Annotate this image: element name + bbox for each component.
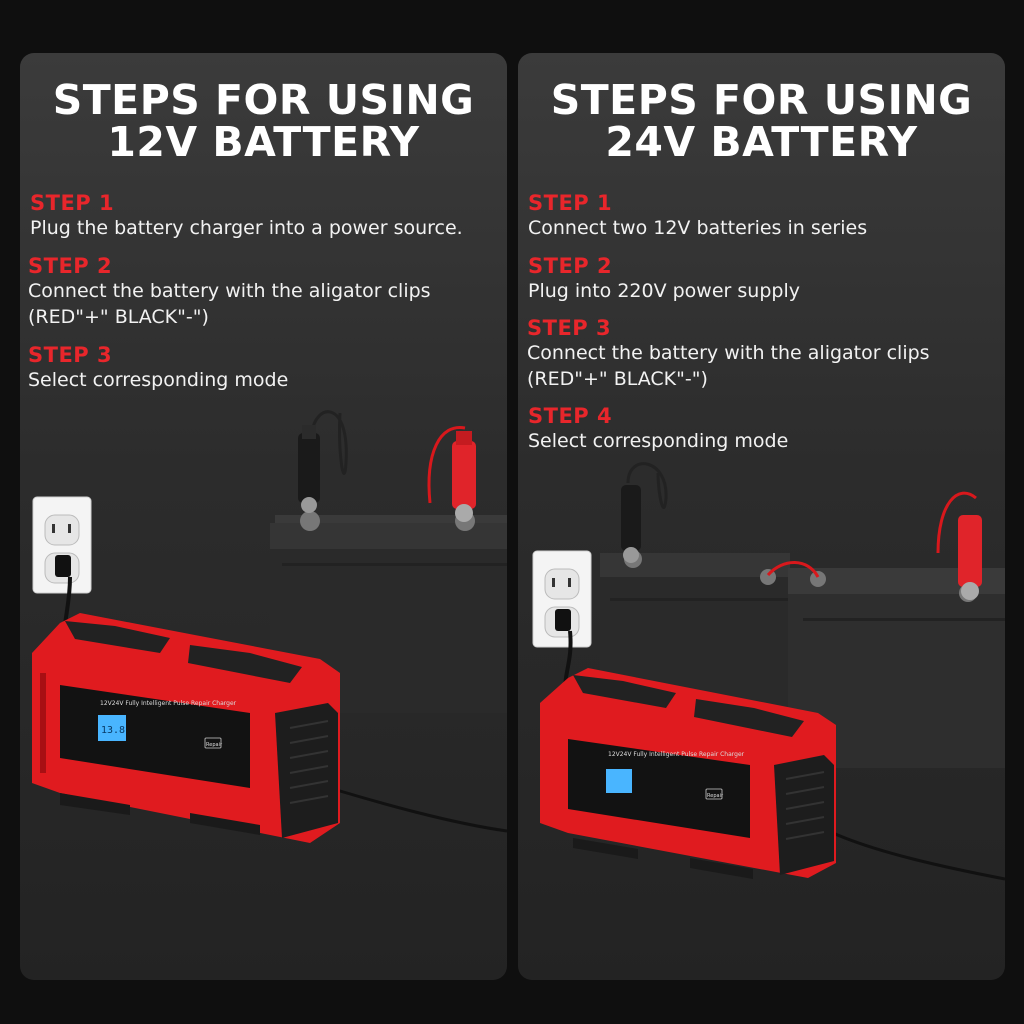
step-label: STEP 4 <box>528 404 613 428</box>
black-clip <box>298 425 320 513</box>
step-3-24v: STEP 3 Connect the battery with the alig… <box>527 316 930 392</box>
wall-outlet <box>32 496 92 594</box>
step-text: Connect two 12V batteries in series <box>528 217 868 239</box>
step-1-24v: STEP 1 Connect two 12V batteries in seri… <box>528 191 867 241</box>
step-label: STEP 2 <box>28 254 113 278</box>
step-label: STEP 1 <box>528 191 613 215</box>
charger-unit: 12V24V Fully Intelligent Pulse Repair Ch… <box>540 668 836 879</box>
repair-label: Repair <box>707 793 724 799</box>
panel-title-12v: STEPS FOR USING 12V BATTERY <box>52 76 475 166</box>
red-clip <box>958 515 982 600</box>
step-text: Plug the battery charger into a power so… <box>30 217 463 239</box>
panel-12v: STEPS FOR USING 12V BATTERY STEP 1 Plug … <box>20 53 507 980</box>
step-label: STEP 2 <box>528 254 613 278</box>
panel-title-24v: STEPS FOR USING 24V BATTERY <box>550 76 973 166</box>
charger-model-text: 12V24V Fully Intelligent Pulse Repair Ch… <box>608 751 745 758</box>
charger-scene-12v: 13.8 12V24V Fully Intelligent Pulse Repa… <box>32 410 507 843</box>
wall-outlet <box>532 550 592 648</box>
series-link-cable <box>766 561 820 578</box>
repair-label: Repair <box>206 742 223 748</box>
step-label: STEP 1 <box>30 191 115 215</box>
black-clip <box>621 485 641 563</box>
lcd-reading: 13.8 <box>101 725 125 736</box>
step-2-12v: STEP 2 Connect the battery with the alig… <box>28 254 431 330</box>
step-text: Select corresponding mode <box>28 369 289 391</box>
step-text: Connect the battery with the aligator cl… <box>527 342 930 390</box>
step-3-12v: STEP 3 Select corresponding mode <box>28 343 288 393</box>
charger-scene-24v: 12V24V Fully Intelligent Pulse Repair Ch… <box>532 462 1005 881</box>
charger-model-text: 12V24V Fully Intelligent Pulse Repair Ch… <box>100 700 237 707</box>
red-clip <box>452 431 476 522</box>
panel-24v: STEPS FOR USING 24V BATTERY STEP 1 Conne… <box>518 53 1005 980</box>
step-text: Connect the battery with the aligator cl… <box>28 280 431 328</box>
step-label: STEP 3 <box>527 316 612 340</box>
step-text: Select corresponding mode <box>528 430 789 452</box>
step-2-24v: STEP 2 Plug into 220V power supply <box>528 254 800 304</box>
step-1-12v: STEP 1 Plug the battery charger into a p… <box>30 191 463 241</box>
step-text: Plug into 220V power supply <box>528 280 800 302</box>
charger-unit: 13.8 12V24V Fully Intelligent Pulse Repa… <box>32 613 340 843</box>
step-4-24v: STEP 4 Select corresponding mode <box>528 404 788 454</box>
step-label: STEP 3 <box>28 343 113 367</box>
